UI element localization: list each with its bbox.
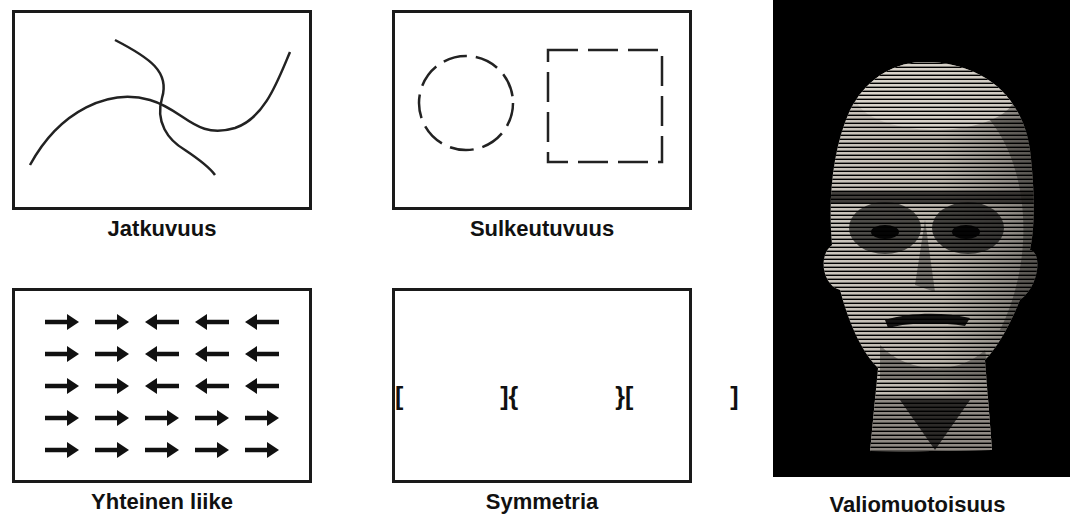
arrow-glyph — [45, 346, 79, 362]
arrow-glyph — [195, 346, 229, 362]
arrow-glyph — [245, 442, 279, 458]
arrow-glyph — [95, 442, 129, 458]
curve — [115, 40, 215, 175]
arrow-glyph — [245, 378, 279, 394]
principle-caption: Yhteinen liike — [15, 489, 309, 515]
principle-caption: Jatkuvuus — [15, 216, 309, 242]
arrow-glyph — [245, 346, 279, 362]
arrow-glyph — [45, 378, 79, 394]
principle-caption: Symmetria — [395, 489, 689, 515]
arrow-glyph — [95, 314, 129, 330]
arrow-glyph — [245, 314, 279, 330]
dashed-square — [548, 50, 662, 162]
continuity-box: Jatkuvuus — [12, 10, 312, 210]
arrow-glyph — [45, 410, 79, 426]
arrow-glyph — [145, 410, 179, 426]
symmetry-box: [ ]{ }[ ]Symmetria — [392, 288, 692, 483]
arrow-glyph — [195, 378, 229, 394]
motion-arrows — [45, 314, 279, 458]
dashed-circle — [419, 56, 513, 150]
arrow-glyph — [95, 346, 129, 362]
arrow-glyph — [145, 346, 179, 362]
arrow-glyph — [145, 314, 179, 330]
bracket-symbols: [ ]{ }[ ] — [395, 380, 689, 412]
arrow-glyph — [95, 410, 129, 426]
arrow-glyph — [145, 442, 179, 458]
arrow-glyph — [195, 442, 229, 458]
arrow-glyph — [245, 410, 279, 426]
arrow-glyph — [45, 314, 79, 330]
arrow-glyph — [95, 378, 129, 394]
principle-caption: Sulkeutuvuus — [395, 216, 689, 242]
continuity-curves — [30, 40, 290, 175]
principle-caption: Valiomuotoisuus — [769, 492, 1066, 518]
arrow-glyph — [195, 410, 229, 426]
arrow-glyph — [45, 442, 79, 458]
closure-box: Sulkeutuvuus — [392, 10, 692, 210]
arrow-glyph — [145, 378, 179, 394]
closure-shapes — [419, 50, 662, 162]
arrow-glyph — [195, 314, 229, 330]
